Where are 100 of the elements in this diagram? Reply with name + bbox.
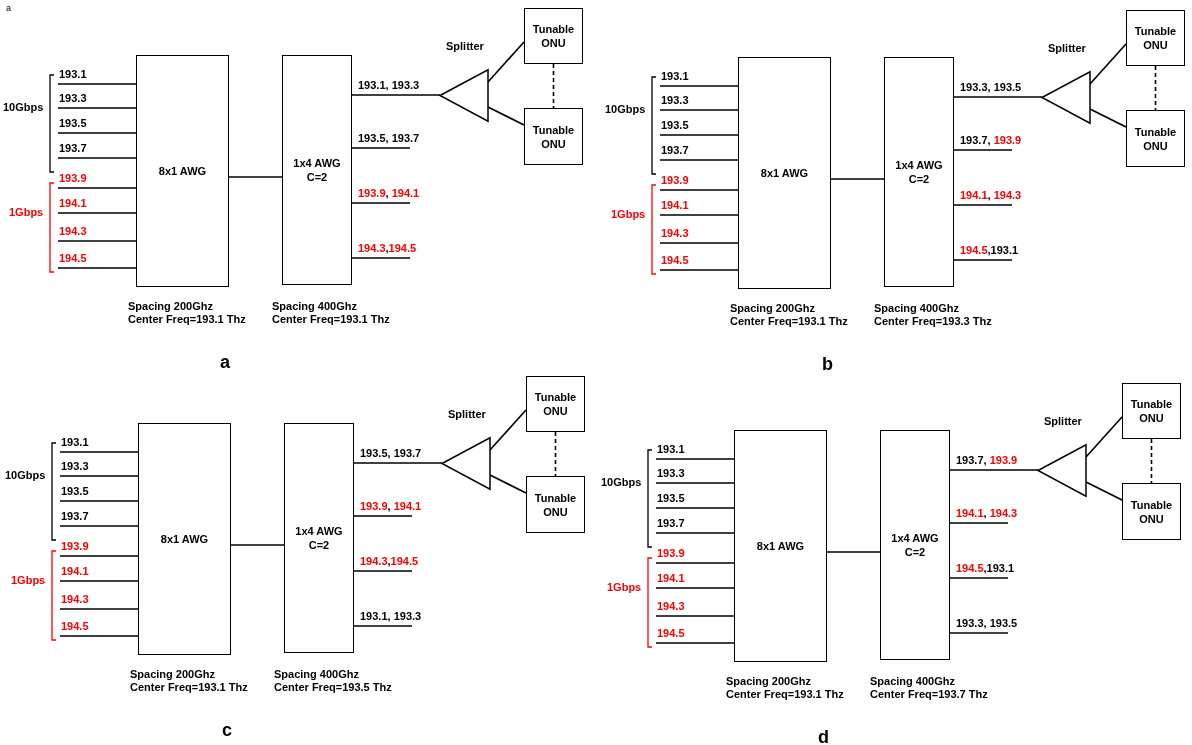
connector-line xyxy=(949,469,1039,471)
edge-label: 193.1 xyxy=(661,70,689,83)
edge-label: 193.5 xyxy=(61,485,89,498)
connector-line xyxy=(659,214,739,216)
edge-label: 193.9, 194.1 xyxy=(360,500,422,513)
connector-line xyxy=(949,522,1009,524)
connector-line xyxy=(353,515,413,517)
connector-line xyxy=(826,551,881,553)
connector-line xyxy=(57,187,137,189)
connector-line xyxy=(57,212,137,214)
connector-line xyxy=(59,580,139,582)
awg-box: 1x4 AWG C=2 xyxy=(282,55,352,285)
panel-letter: a xyxy=(220,352,230,372)
connector-line xyxy=(353,570,413,572)
edge-label: 194.1, 194.3 xyxy=(956,507,1018,520)
caption-text: Spacing 200Ghz Center Freq=193.1 Thz xyxy=(730,302,849,328)
caption-text: Spacing 200Ghz Center Freq=193.1 Thz xyxy=(130,668,249,694)
connector-line xyxy=(953,259,1013,261)
connector-line xyxy=(655,615,735,617)
edge-label: 194.1 xyxy=(657,572,685,585)
edge-label: 193.1, 193.3 xyxy=(358,79,420,92)
connector-line xyxy=(351,202,411,204)
edge-label: 193.1 xyxy=(61,436,89,449)
caption-text: Spacing 400Ghz Center Freq=193.3 Thz xyxy=(874,302,993,328)
awg-box: 1x4 AWG C=2 xyxy=(884,57,954,287)
edge-label: 193.3 xyxy=(59,92,87,105)
edge-label: 194.5 xyxy=(661,254,689,267)
splitter-label: Splitter xyxy=(446,40,484,53)
edge-label: 193.7 xyxy=(59,142,87,155)
edge-label: 193.5 xyxy=(657,492,685,505)
edge-label: 194.3 xyxy=(59,225,87,238)
edge-label: 194.3,194.5 xyxy=(360,555,419,568)
edge-label: 193.9 xyxy=(661,174,689,187)
awg-box: 8x1 AWG xyxy=(136,55,229,287)
connector-line xyxy=(59,525,139,527)
connector-line xyxy=(351,257,411,259)
connector-line xyxy=(59,608,139,610)
connector-line xyxy=(655,482,735,484)
connector-line xyxy=(659,269,739,271)
connector-line xyxy=(655,642,735,644)
edge-label: 194.5,193.1 xyxy=(960,244,1019,257)
onu-box: Tunable ONU xyxy=(1126,10,1185,66)
dashed-line xyxy=(554,431,557,477)
connector-line xyxy=(351,147,411,149)
caption-text: Spacing 400Ghz Center Freq=193.5 Thz xyxy=(274,668,393,694)
connector-line xyxy=(57,267,137,269)
rate-label: 10Gbps xyxy=(3,101,44,114)
dashed-line xyxy=(1150,438,1153,484)
rate-label: 1Gbps xyxy=(611,208,646,221)
connector-line xyxy=(228,176,283,178)
awg-box: 8x1 AWG xyxy=(738,57,831,289)
connector-line xyxy=(59,451,139,453)
edge-label: 193.3 xyxy=(657,467,685,480)
dashed-line xyxy=(1154,65,1157,111)
onu-box: Tunable ONU xyxy=(526,476,585,533)
connector-line xyxy=(953,204,1013,206)
edge-label: 193.7 xyxy=(61,510,89,523)
onu-box: Tunable ONU xyxy=(526,376,585,432)
edge-label: 193.5, 193.7 xyxy=(360,447,422,460)
connector-line xyxy=(57,240,137,242)
connector-line xyxy=(949,632,1009,634)
edge-label: 194.5 xyxy=(657,627,685,640)
edge-label: 194.3 xyxy=(657,600,685,613)
rate-label: 10Gbps xyxy=(5,469,46,482)
edge-label: 193.3, 193.5 xyxy=(956,617,1018,630)
caption-text: Spacing 400Ghz Center Freq=193.1 Thz xyxy=(272,300,391,326)
edge-label: 194.3 xyxy=(61,593,89,606)
rate-label: 10Gbps xyxy=(601,476,642,489)
edge-label: 193.1 xyxy=(59,68,87,81)
awg-box: 8x1 AWG xyxy=(138,423,231,655)
connector-line xyxy=(351,94,441,96)
edge-label: 193.5 xyxy=(59,117,87,130)
connector-line xyxy=(830,178,885,180)
awg-box: 1x4 AWG C=2 xyxy=(284,423,354,653)
splitter-label: Splitter xyxy=(448,408,486,421)
connector-line xyxy=(57,132,137,134)
connector-line xyxy=(659,109,739,111)
connector-line xyxy=(659,242,739,244)
edge-label: 193.5, 193.7 xyxy=(358,132,420,145)
connector-line xyxy=(655,562,735,564)
dashed-line xyxy=(552,63,555,109)
edge-label: 194.5 xyxy=(61,620,89,633)
edge-label: 194.1, 194.3 xyxy=(960,189,1022,202)
onu-box: Tunable ONU xyxy=(1122,383,1181,439)
onu-box: Tunable ONU xyxy=(1126,110,1185,167)
figure-letter: a xyxy=(6,3,11,14)
connector-line xyxy=(953,96,1043,98)
connector-line xyxy=(655,532,735,534)
edge-label: 193.9 xyxy=(657,547,685,560)
edge-label: 194.1 xyxy=(661,199,689,212)
connector-line xyxy=(655,507,735,509)
edge-label: 193.7 xyxy=(661,144,689,157)
connector-line xyxy=(59,500,139,502)
connector-line xyxy=(57,107,137,109)
edge-label: 193.9 xyxy=(61,540,89,553)
connector-line xyxy=(353,462,443,464)
caption-text: Spacing 400Ghz Center Freq=193.7 Thz xyxy=(870,675,989,701)
awg-box: 1x4 AWG C=2 xyxy=(880,430,950,660)
edge-label: 193.3 xyxy=(661,94,689,107)
edge-label: 193.7, 193.9 xyxy=(960,134,1022,147)
